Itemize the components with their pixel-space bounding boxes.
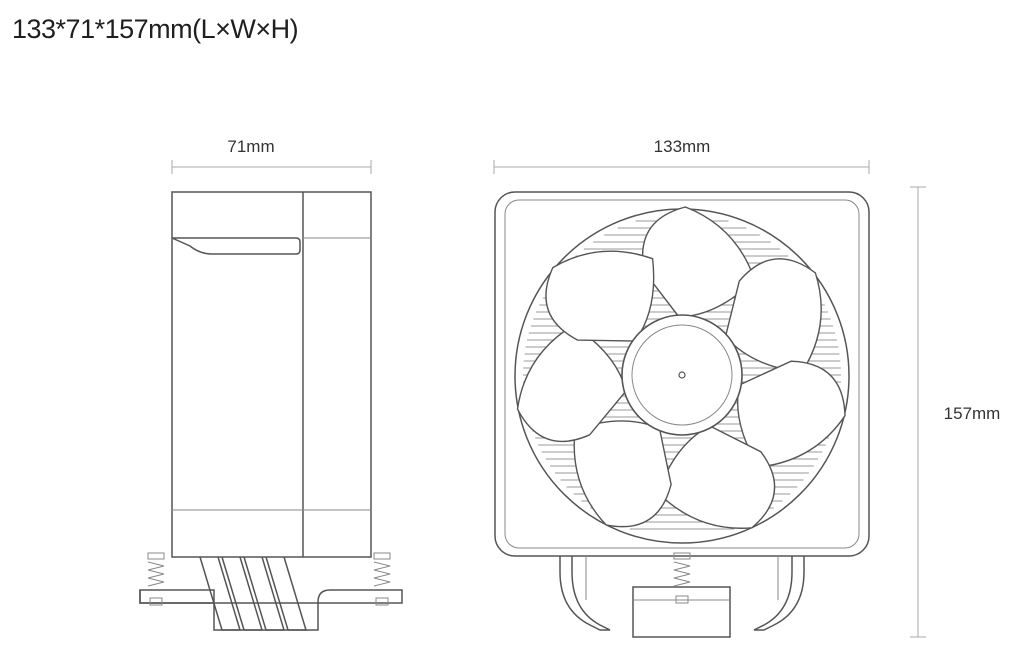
front-spring xyxy=(673,552,691,604)
fan-blade xyxy=(545,250,655,342)
side-view xyxy=(139,191,403,631)
fan-hub xyxy=(621,314,743,436)
fan-blade xyxy=(573,420,672,528)
fan-blade xyxy=(736,360,846,468)
height-label: 157mm xyxy=(944,404,1001,423)
side-spring-right xyxy=(373,552,391,606)
fan-blade xyxy=(516,324,627,443)
front-view xyxy=(494,191,870,638)
fan-blade xyxy=(724,258,822,373)
height-dimension: 157mm xyxy=(910,186,1001,638)
front-heatpipes xyxy=(559,556,805,631)
side-heatpipes xyxy=(199,556,308,631)
length-label: 133mm xyxy=(654,137,711,156)
width-label: 71mm xyxy=(227,137,274,156)
spec-title: 133*71*157mm(L×W×H) xyxy=(12,14,299,44)
side-spring-left xyxy=(147,552,165,606)
fan-blade xyxy=(641,206,756,318)
length-dimension: 133mm xyxy=(493,137,870,174)
fan-blade xyxy=(657,425,776,529)
fan-blades xyxy=(516,206,846,529)
width-dimension: 71mm xyxy=(171,137,372,174)
